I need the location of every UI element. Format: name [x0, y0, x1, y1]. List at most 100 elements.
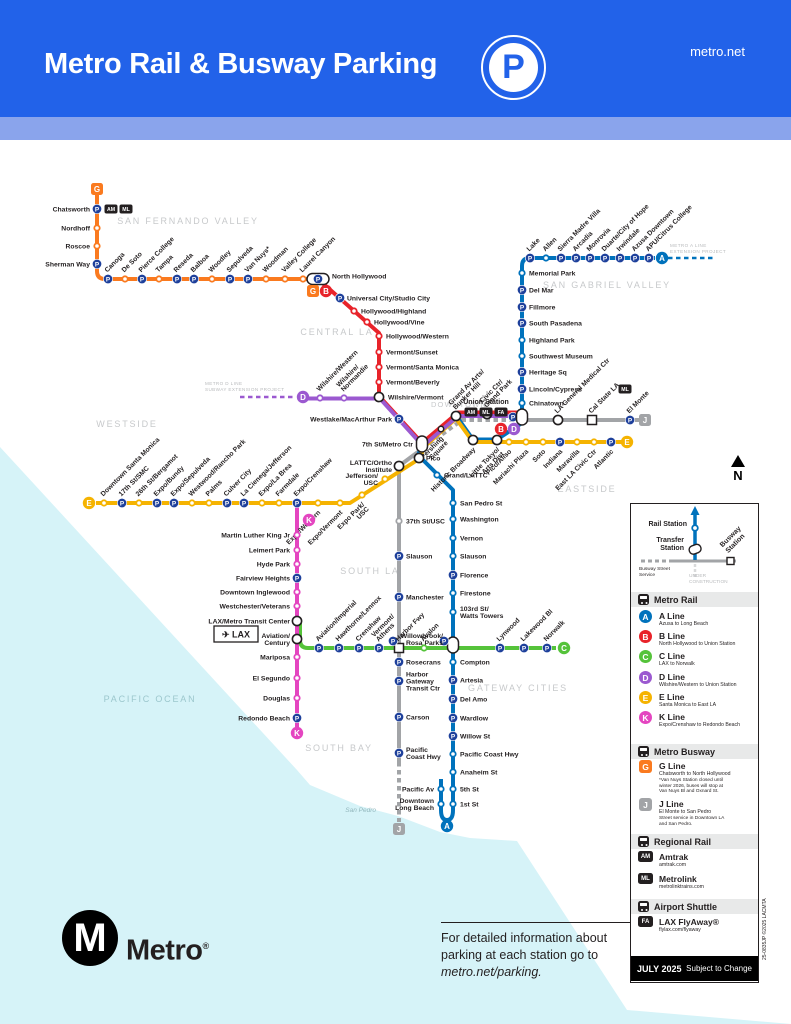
station-1st St: 1st St	[449, 800, 479, 808]
e-line-badge: E	[639, 691, 652, 704]
svg-text:P: P	[520, 386, 525, 393]
svg-text:P: P	[397, 594, 402, 601]
svg-text:P: P	[442, 638, 447, 645]
station-Vernon: Vernon	[449, 534, 483, 542]
line-J-dashed	[424, 418, 522, 448]
airplane-icon: ✈ LAX	[222, 630, 250, 640]
station-Downtown Inglewood: Downtown Inglewood	[220, 588, 301, 596]
station-label: Sherman Way	[45, 261, 90, 268]
station-label: Norwalk	[543, 619, 567, 643]
svg-text:P: P	[451, 733, 456, 740]
svg-text:P: P	[397, 553, 402, 560]
svg-text:P: P	[520, 369, 525, 376]
svg-text:P: P	[603, 255, 608, 262]
am-icon: AM	[464, 407, 478, 417]
station-Hollywood/Highland: Hollywood/Highland	[350, 307, 426, 315]
svg-text:E: E	[624, 438, 630, 447]
svg-text:P: P	[618, 255, 623, 262]
svg-text:P: P	[545, 645, 550, 652]
badge-A-line: A	[440, 819, 454, 833]
station-label: Downtown Inglewood	[220, 589, 290, 596]
station-Heritage Sq: PHeritage Sq	[516, 366, 567, 378]
station-Nordhoff: Nordhoff	[61, 224, 101, 232]
svg-text:P: P	[175, 276, 180, 283]
station-label: Anaheim St	[460, 769, 498, 776]
region-label: PACIFIC OCEAN	[104, 694, 197, 704]
station-label: Allen	[542, 236, 559, 253]
badge-E-line: E	[82, 496, 96, 510]
svg-text:P: P	[528, 255, 533, 262]
station-label: Lincoln/Cypress	[529, 386, 582, 393]
station-label: Leimert Park	[249, 547, 290, 554]
svg-text:P: P	[295, 575, 300, 582]
svg-text:E: E	[86, 499, 92, 508]
region-label: CENTRAL LA	[300, 327, 373, 337]
badge-D-line: D	[296, 390, 310, 404]
station-Firestone: Firestone	[449, 589, 491, 597]
station-Hollywood/Vine: Hollywood/Vine	[363, 318, 425, 326]
station-Hyde Park: Hyde Park	[257, 560, 301, 568]
badge-K-line: K	[290, 726, 304, 740]
station-label: El Monte	[626, 390, 651, 415]
svg-text:P: P	[588, 255, 593, 262]
shuttle-icon	[638, 901, 649, 912]
svg-text:P: P	[609, 439, 614, 446]
a-line-badge: A	[639, 610, 652, 623]
metrolink-icon: ML	[638, 873, 653, 884]
station-label: Hollywood/Vine	[374, 319, 425, 326]
station-Vermont/Santa Monica: Vermont/Santa Monica	[375, 363, 459, 371]
svg-text:P: P	[95, 261, 100, 268]
station-label: North Hollywood	[332, 273, 386, 280]
svg-text:P: P	[337, 645, 342, 652]
station-label: Del Amo	[460, 696, 487, 703]
svg-text:G: G	[310, 287, 316, 296]
station-Leimert Park: Leimert Park	[249, 546, 301, 554]
station-label: Lynwood	[496, 617, 522, 643]
station-Willowbrook/ Rosa Parks: PWillowbrook/Rosa Parks	[401, 633, 460, 654]
station-label: Memorial Park	[529, 270, 576, 277]
station-LAX/Metro Transit Center: LAX/Metro Transit Center	[208, 615, 303, 627]
metro-net-link[interactable]: metro.net	[690, 44, 745, 59]
g-line-badge: G	[639, 760, 652, 773]
station-label: Willowbrook/Rosa Parks	[401, 633, 443, 647]
svg-text:P: P	[192, 276, 197, 283]
svg-text:C: C	[561, 644, 567, 653]
station-label: Vermont/Beverly	[386, 379, 440, 386]
station-Roscoe: Roscoe	[65, 242, 101, 250]
svg-text:P: P	[558, 439, 563, 446]
station-Washington: Washington	[449, 515, 499, 523]
station-label: Redondo Beach	[238, 715, 290, 722]
amtrak-icon: AM	[638, 851, 653, 862]
legend-section-metro-rail: Metro Rail	[631, 592, 758, 607]
station-Aviation/ Century: Aviation/Century	[262, 633, 303, 647]
station-label: Martin Luther King Jr	[221, 532, 290, 539]
parking-url-link[interactable]: metro.net/parking.	[441, 965, 542, 979]
station-label: LAX/Metro Transit Center	[208, 618, 290, 625]
station-Willow St: PWillow St	[447, 730, 491, 742]
legend-section-regional-rail: Regional Rail	[631, 834, 758, 849]
legend-diagram	[641, 506, 736, 578]
svg-text:P: P	[522, 645, 527, 652]
svg-text:P: P	[95, 206, 100, 213]
station-label: Universal City/Studio City	[347, 295, 430, 302]
station-Sherman Way: P Sherman Way	[45, 258, 103, 270]
svg-text:J: J	[643, 416, 647, 425]
fa-icon: FA	[494, 407, 508, 417]
station-Westchester/Veterans: Westchester/Veterans	[219, 602, 301, 610]
station-label: Hyde Park	[257, 561, 290, 568]
b-line-badge: B	[639, 630, 652, 643]
station-Pico: Pico	[413, 452, 440, 464]
station-marker: P	[507, 411, 519, 423]
station-label: 5th St	[460, 786, 480, 793]
flyaway-icon: FA	[638, 916, 653, 927]
svg-text:P: P	[391, 638, 396, 645]
svg-text:P: P	[397, 714, 402, 721]
station-Vermont/Beverly: Vermont/Beverly	[375, 378, 440, 386]
station-label: Vernon	[460, 535, 483, 542]
station-label: Pacific Coast Hwy	[460, 751, 519, 758]
